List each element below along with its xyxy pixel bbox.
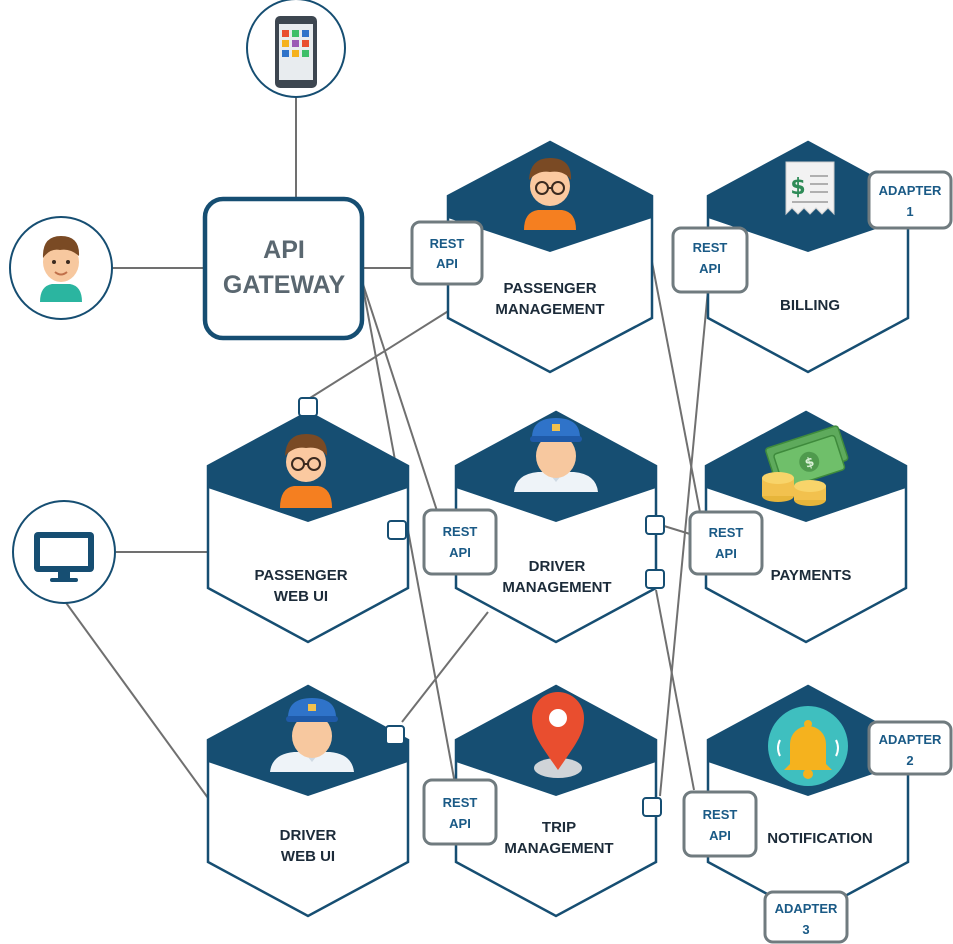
billing-trip-link	[659, 289, 709, 797]
rest-api-label-2: API	[699, 261, 721, 276]
driver-avatar-icon	[514, 418, 598, 492]
rest-api-box-payments: REST API	[688, 510, 764, 576]
adapter-box-1: ADAPTER 1	[867, 170, 953, 230]
trip-mgmt-label-1: TRIP	[542, 819, 576, 836]
mobile-client[interactable]	[246, 0, 346, 98]
driver-mgmt-label-1: DRIVER	[529, 558, 586, 575]
driver-payments-link	[663, 525, 691, 535]
payments-label: PAYMENTS	[771, 567, 852, 584]
svg-text:$: $	[803, 455, 816, 472]
money-icon: $	[762, 425, 849, 506]
passenger-mgmt-payments-link	[651, 261, 701, 513]
rest-api-box-passenger-mgmt: REST API	[410, 220, 484, 286]
gateway-trip-mgmt-link	[361, 281, 459, 801]
adapter-box-3: ADAPTER 3	[763, 890, 849, 944]
rest-api-label-2: API	[436, 256, 458, 271]
driver-avatar-icon	[270, 698, 354, 772]
adapter-3-label-2: 3	[802, 922, 809, 937]
passenger-mgmt-webui-link	[309, 309, 451, 399]
user-client[interactable]	[9, 216, 113, 320]
driver-web-ui-label-2: WEB UI	[281, 848, 335, 865]
user-avatar-icon	[40, 236, 82, 302]
adapter-1-label-1: ADAPTER	[879, 183, 942, 198]
driver-mgmt-label-2: MANAGEMENT	[502, 579, 611, 596]
bell-icon	[768, 706, 848, 786]
receipt-icon: $	[785, 161, 835, 216]
hex-driver-web-ui[interactable]: DRIVER WEB UI	[206, 684, 410, 918]
svg-text:$: $	[790, 175, 805, 200]
adapter-box-2: ADAPTER 2	[867, 720, 953, 776]
desktop-monitor-icon	[34, 532, 94, 582]
desktop-client[interactable]	[12, 500, 116, 604]
rest-api-box-driver-mgmt: REST API	[422, 508, 498, 576]
driver-mgmt-webui-link	[401, 611, 489, 723]
passenger-avatar-icon	[524, 158, 576, 230]
rest-api-label-1: REST	[709, 525, 744, 540]
rest-api-box-trip-mgmt: REST API	[422, 778, 498, 846]
connector-lines	[63, 97, 709, 801]
hex-passenger-web-ui[interactable]: PASSENGER WEB UI	[206, 410, 410, 644]
port-trip-mgmt-right	[642, 797, 662, 817]
rest-api-label-2: API	[715, 546, 737, 561]
port-driver-web-ui-right	[385, 725, 405, 745]
notification-label: NOTIFICATION	[767, 830, 873, 847]
driver-web-ui-label-1: DRIVER	[280, 827, 337, 844]
driver-notification-link	[655, 589, 695, 791]
rest-api-box-notification: REST API	[682, 790, 758, 858]
gateway-label-2: GATEWAY	[223, 271, 346, 299]
billing-label: BILLING	[780, 297, 840, 314]
rest-api-label-1: REST	[443, 795, 478, 810]
port-passenger-web-ui-top	[298, 397, 318, 417]
passenger-mgmt-label-1: PASSENGER	[503, 280, 596, 297]
port-driver-mgmt-right-1	[645, 515, 665, 535]
trip-mgmt-label-2: MANAGEMENT	[504, 840, 613, 857]
adapter-1-label-2: 1	[906, 204, 913, 219]
rest-api-label-2: API	[449, 816, 471, 831]
rest-api-label-1: REST	[430, 236, 465, 251]
rest-api-label-1: REST	[693, 240, 728, 255]
port-passenger-web-ui-right	[387, 520, 407, 540]
rest-api-label-2: API	[449, 545, 471, 560]
rest-api-label-1: REST	[703, 807, 738, 822]
mobile-phone-icon	[275, 16, 317, 88]
hex-notification[interactable]: NOTIFICATION	[706, 684, 910, 918]
hex-driver-management[interactable]: DRIVER MANAGEMENT	[454, 410, 658, 644]
rest-api-box-billing: REST API	[671, 226, 749, 294]
hex-passenger-management[interactable]: PASSENGER MANAGEMENT	[446, 140, 654, 374]
passenger-web-ui-label-1: PASSENGER	[254, 567, 347, 584]
hex-trip-management[interactable]: TRIP MANAGEMENT	[454, 684, 658, 918]
rest-api-label-1: REST	[443, 524, 478, 539]
adapter-2-label-1: ADAPTER	[879, 732, 942, 747]
passenger-mgmt-label-2: MANAGEMENT	[495, 301, 604, 318]
passenger-avatar-icon	[280, 434, 332, 508]
hex-payments[interactable]: $ PAYMENTS	[704, 410, 908, 644]
passenger-web-ui-label-2: WEB UI	[274, 588, 328, 605]
adapter-3-label-1: ADAPTER	[775, 901, 838, 916]
map-pin-icon	[532, 692, 584, 778]
api-gateway[interactable]: API GATEWAY	[202, 196, 365, 341]
gateway-label-1: API	[263, 236, 305, 264]
adapter-2-label-2: 2	[906, 753, 913, 768]
rest-api-label-2: API	[709, 828, 731, 843]
gateway-driver-mgmt-link	[359, 274, 441, 521]
ports	[298, 397, 665, 817]
port-driver-mgmt-right-2	[645, 569, 665, 589]
monitor-driver-webui-link	[63, 599, 209, 799]
